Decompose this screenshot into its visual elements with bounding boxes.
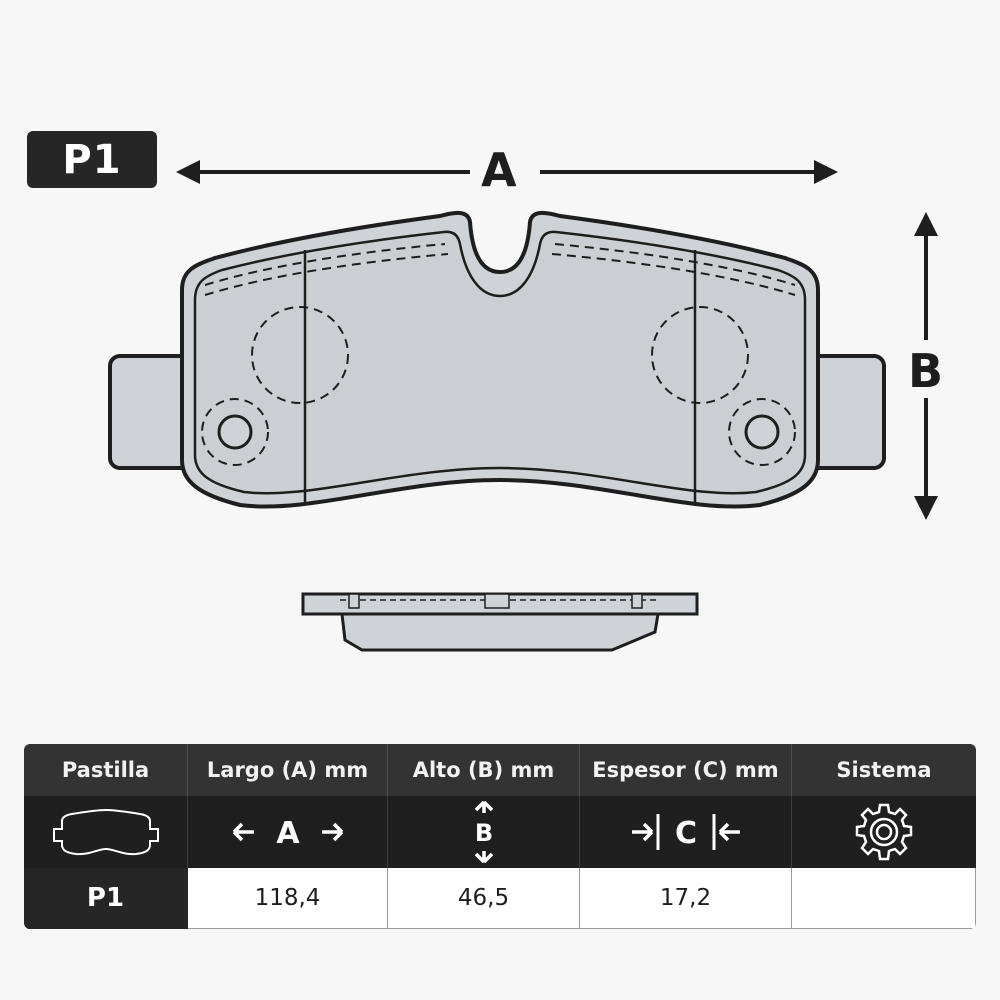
- hidden-lines: [201, 243, 796, 466]
- header-pastilla: Pastilla: [24, 744, 188, 796]
- alto-value: 46,5: [388, 868, 580, 929]
- dimension-b-arrow: [914, 212, 938, 520]
- header-espesor: Espesor (C) mm: [580, 744, 792, 796]
- gear-icon: [855, 803, 913, 861]
- header-largo: Largo (A) mm: [188, 744, 388, 796]
- horizontal-arrows-icon: A: [232, 816, 343, 851]
- pad-icon-cell: [24, 796, 188, 868]
- height-icon-cell: B: [388, 796, 580, 868]
- brake-pad-icon: [52, 808, 159, 856]
- pad-id-badge: P1: [27, 131, 157, 188]
- thickness-arrows-icon: C: [631, 814, 740, 851]
- table-header-row: Pastilla Largo (A) mm Alto (B) mm Espeso…: [24, 744, 976, 796]
- brake-pad-drawing: [108, 160, 938, 652]
- height-icon-letter: B: [474, 819, 492, 847]
- row-id: P1: [24, 868, 188, 929]
- system-icon-cell: [792, 796, 976, 868]
- table-icon-row: A B C: [24, 796, 976, 868]
- header-alto: Alto (B) mm: [388, 744, 580, 796]
- dimension-a-label: A: [481, 143, 517, 197]
- dimension-b-label: B: [908, 344, 944, 398]
- rivet-holes: [217, 414, 780, 450]
- table-row: P1 118,4 46,5 17,2: [24, 868, 976, 929]
- header-sistema: Sistema: [792, 744, 976, 796]
- thickness-icon-cell: C: [580, 796, 792, 868]
- dimension-a-arrow: [176, 160, 838, 184]
- length-icon-cell: A: [188, 796, 388, 868]
- side-profile-view: [301, 592, 699, 652]
- sistema-value: [792, 868, 976, 929]
- chamfer-lines: [303, 250, 697, 505]
- length-icon-letter: A: [276, 816, 300, 851]
- largo-value: 118,4: [188, 868, 388, 929]
- spec-table: Pastilla Largo (A) mm Alto (B) mm Espeso…: [24, 744, 976, 929]
- vertical-arrows-icon: B: [474, 800, 493, 864]
- friction-material: [193, 230, 807, 495]
- espesor-value: 17,2: [580, 868, 792, 929]
- thickness-icon-letter: C: [674, 816, 696, 851]
